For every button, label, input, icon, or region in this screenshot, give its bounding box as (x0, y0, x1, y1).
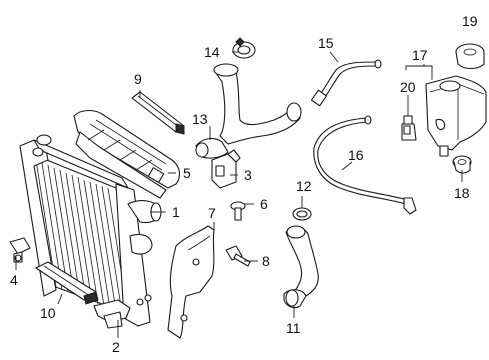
temp-sensor (211, 149, 241, 189)
lower-insulator (35, 261, 99, 305)
callout-8: 8 (262, 253, 270, 269)
grommet (452, 155, 472, 174)
callout-11: 11 (286, 320, 301, 336)
callout-4: 4 (10, 272, 18, 288)
callout-19: 19 (462, 13, 478, 29)
expansion-tank (425, 75, 487, 157)
callout-17: 17 (412, 47, 428, 63)
callout-7: 7 (208, 205, 216, 221)
lower-radiator-hose (283, 225, 319, 309)
callout-15: 15 (318, 35, 334, 51)
callout-12: 12 (296, 178, 312, 194)
lower-mount (93, 294, 152, 329)
callout-labels: 1 2 3 4 5 6 7 8 9 10 11 12 13 14 15 16 1… (10, 13, 478, 355)
fan-shroud (73, 109, 181, 199)
callout-5: 5 (183, 165, 191, 181)
tank-cap (455, 43, 485, 70)
upper-radiator-hose (195, 63, 302, 159)
vent-hose (313, 115, 417, 215)
level-sensor (401, 115, 417, 141)
callout-20: 20 (400, 79, 416, 95)
callout-14: 14 (204, 44, 220, 60)
screw (225, 245, 251, 267)
callout-10: 10 (40, 305, 56, 321)
callout-9: 9 (134, 71, 142, 87)
hose-clamp-top (232, 37, 256, 59)
callout-18: 18 (454, 185, 470, 201)
callout-2: 2 (112, 339, 120, 355)
hose-clamp-lower (292, 207, 312, 221)
callout-6: 6 (260, 196, 268, 212)
heat-shield (167, 225, 215, 339)
callout-3: 3 (244, 167, 252, 183)
insulator-strip (131, 91, 185, 135)
mount-bracket (9, 237, 31, 263)
overflow-hose (310, 59, 382, 107)
bolt (230, 201, 246, 221)
callout-13: 13 (192, 111, 208, 127)
callout-16: 16 (348, 147, 364, 163)
callout-1: 1 (172, 204, 180, 220)
leader-lines (15, 51, 463, 338)
